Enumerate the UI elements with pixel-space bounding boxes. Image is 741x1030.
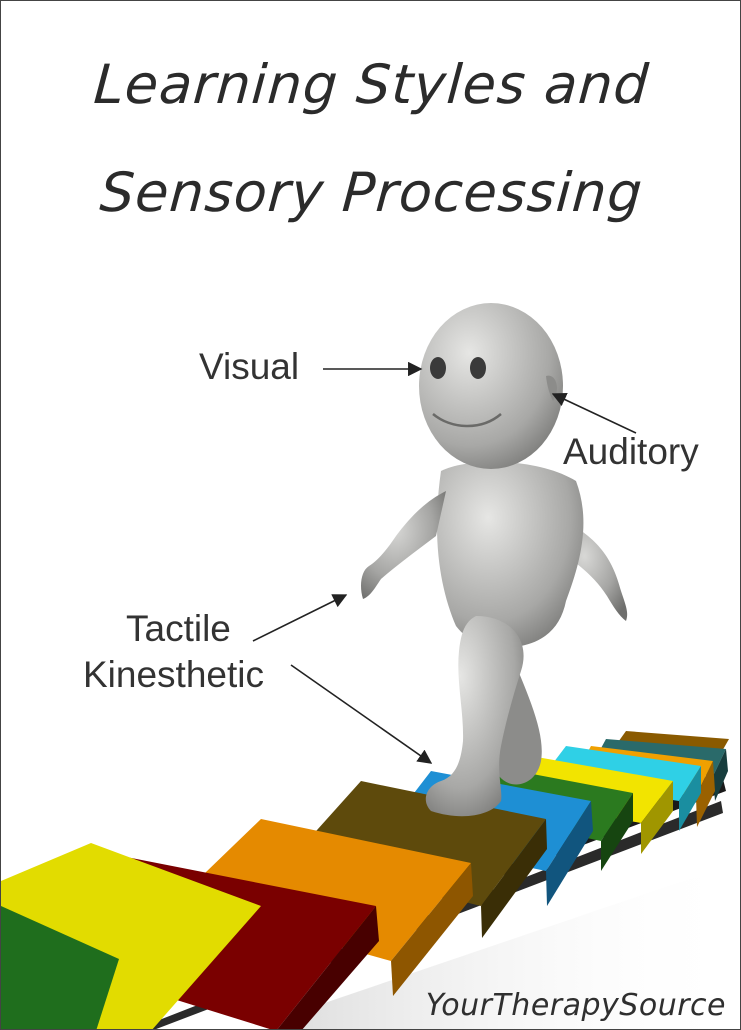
title-line-2: Sensory Processing xyxy=(97,161,646,224)
brand-watermark: YourTherapySource xyxy=(425,988,726,1023)
right-eye xyxy=(470,357,486,379)
annotation-arrows xyxy=(252,361,637,764)
left-eye xyxy=(430,357,446,379)
figure xyxy=(361,303,628,817)
balance-beam xyxy=(1,731,729,1029)
tactile-arrow-foot xyxy=(290,664,433,764)
smile xyxy=(432,413,502,428)
title-line-1: Learning Styles and xyxy=(91,53,652,116)
label-visual: Visual xyxy=(199,346,300,387)
auditory-arrow xyxy=(551,392,637,434)
block-green xyxy=(1,906,119,1029)
label-kinesthetic: Kinesthetic xyxy=(83,654,264,695)
label-auditory: Auditory xyxy=(563,431,699,472)
block-orange xyxy=(176,819,471,961)
tactile-arrow-hand xyxy=(252,594,348,642)
label-tactile: Tactile xyxy=(126,608,231,649)
